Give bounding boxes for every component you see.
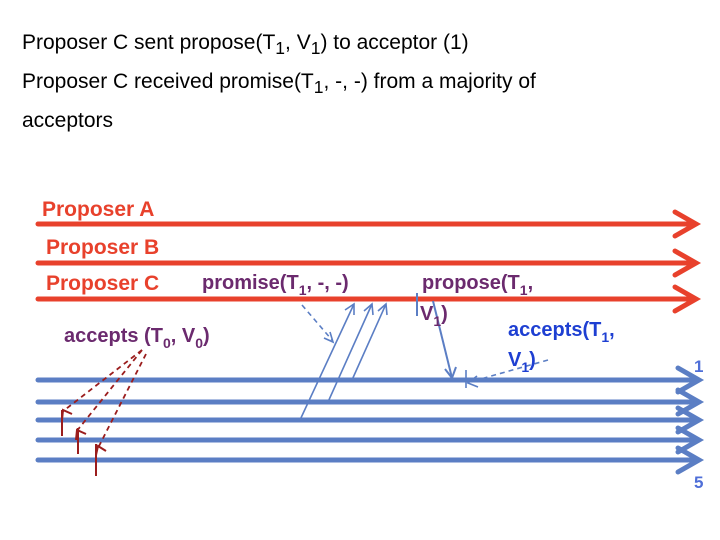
promise-arrow-2 xyxy=(327,303,373,403)
proposer-lines xyxy=(35,209,702,314)
acceptor-lines xyxy=(35,365,705,475)
accepts-old-sub1: 0 xyxy=(163,335,171,351)
propose-label-line2: V1) xyxy=(420,303,448,329)
accepts-old-label: accepts (T0, V0) xyxy=(64,325,210,351)
header-line-1: Proposer C sent propose(T1, V1) to accep… xyxy=(22,26,536,65)
acceptor-number-1: 1 xyxy=(694,357,703,376)
accepts-old-pointers xyxy=(61,349,147,449)
propose-label-a: propose(T xyxy=(422,272,520,294)
promise-arrow-3 xyxy=(351,303,387,381)
accepts-old-marks xyxy=(61,408,107,476)
header-line-1-sub2: 1 xyxy=(310,38,321,59)
promise-label: promise(T1, -, -) xyxy=(202,272,349,298)
promise-arrows xyxy=(299,302,388,421)
accepts-new-label-line2: V1) xyxy=(508,349,536,375)
header-line-2: Proposer C received promise(T1, -, -) fr… xyxy=(22,65,536,104)
propose-label-v: V xyxy=(420,303,434,325)
accepts-old-head-2 xyxy=(75,428,87,441)
promise-label-sub: 1 xyxy=(299,282,307,298)
acceptor-1-arrowhead xyxy=(675,365,705,395)
header-line-2-a: Proposer C received promise(T xyxy=(22,70,314,94)
header-line-2-sub: 1 xyxy=(313,77,324,98)
header-line-1-sub1: 1 xyxy=(275,38,286,59)
accepts-old-head-1 xyxy=(61,408,73,421)
accepts-new-sub: 1 xyxy=(601,329,609,345)
proposer-c-label: Proposer C xyxy=(46,272,159,295)
accepts-old-a: accepts (T xyxy=(64,325,163,347)
acceptor-4-arrowhead xyxy=(675,425,705,455)
header-line-3: acceptors xyxy=(22,109,114,133)
accepts-old-head-3 xyxy=(95,444,107,456)
acceptor-3-arrowhead xyxy=(675,405,705,435)
propose-label-v-sub: 1 xyxy=(433,313,441,329)
propose-arrow-head xyxy=(444,366,457,381)
accepts-new-v-sub: 1 xyxy=(521,359,529,375)
header-line-2-b: , -, -) from a majority of xyxy=(323,70,536,94)
proposer-c-arrowhead xyxy=(672,284,702,314)
promise-label-b: , -, -) xyxy=(306,272,348,294)
accepts-old-pointer-1 xyxy=(61,349,143,413)
propose-arrow xyxy=(416,293,457,381)
acceptor-number-5: 5 xyxy=(694,473,703,492)
accepts-new-pointer xyxy=(465,359,549,388)
propose-arrow-stem xyxy=(432,300,453,379)
propose-label-sub: 1 xyxy=(520,282,528,298)
header-line-1-b: , V xyxy=(285,31,311,54)
accepts-new-v: V xyxy=(508,349,522,371)
promise-pointer-line xyxy=(301,304,333,341)
header-text: Proposer C sent propose(T1, V1) to accep… xyxy=(22,26,536,137)
proposer-a-label: Proposer A xyxy=(42,198,154,221)
proposer-a-arrowhead xyxy=(672,209,702,239)
promise-label-a: promise(T xyxy=(202,272,299,294)
accepts-new-a: accepts(T xyxy=(508,319,601,341)
proposer-b-label: Proposer B xyxy=(46,236,159,259)
accepts-new-comma: , xyxy=(609,319,615,341)
propose-label-close: ) xyxy=(441,303,448,325)
header-line-1-a: Proposer C sent propose(T xyxy=(22,31,276,54)
promise-arrow-1-head xyxy=(344,302,355,315)
accepts-old-b: , V xyxy=(171,325,196,347)
promise-pointer-head xyxy=(323,331,335,344)
accepts-new-pointer-head xyxy=(466,375,479,388)
accepts-new-pointer-line xyxy=(469,359,549,383)
acceptor-5-arrowhead xyxy=(675,445,705,475)
accepts-new-close: ) xyxy=(529,349,536,371)
propose-label-line1: propose(T1, xyxy=(422,272,533,298)
proposer-b-arrowhead xyxy=(672,248,702,278)
promise-arrow-2-head xyxy=(363,302,374,316)
promise-arrow-3-head xyxy=(377,302,388,316)
promise-pointer xyxy=(301,304,333,341)
accepts-new-label-line1: accepts(T1, xyxy=(508,319,615,345)
accepts-old-sub2: 0 xyxy=(195,335,203,351)
propose-label-comma: , xyxy=(528,272,534,294)
promise-arrow-1 xyxy=(299,303,355,421)
accepts-old-c: ) xyxy=(203,325,210,347)
header-line-1-c: ) to acceptor (1) xyxy=(320,31,469,54)
